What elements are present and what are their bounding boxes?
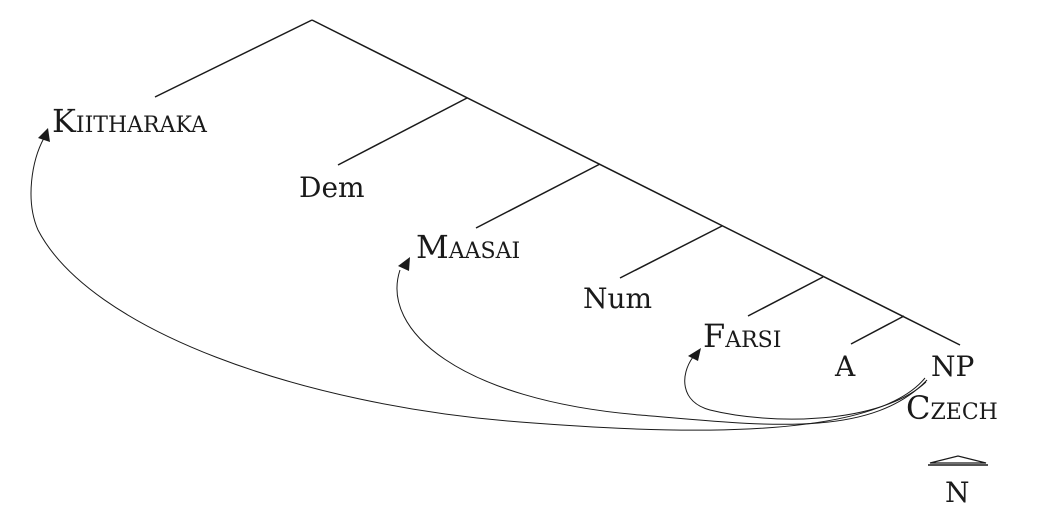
branch-kiitharaka — [154, 19, 313, 98]
triangle-over-n — [929, 455, 987, 464]
node-a: A — [834, 350, 856, 383]
branch-dem — [337, 97, 468, 166]
branch-num — [619, 225, 723, 279]
arrowhead-kiitharaka — [38, 128, 50, 142]
movement-arc-to-kiitharaka — [30, 137, 926, 431]
node-kiitharaka: Kiitharaka — [52, 102, 208, 140]
node-farsi: Farsi — [703, 317, 781, 355]
branch-farsi — [747, 276, 824, 317]
arrowhead-maasai — [398, 257, 410, 271]
movement-arc-to-farsi — [684, 356, 927, 420]
node-np: NP — [931, 350, 974, 383]
node-n: N — [945, 476, 970, 509]
node-dem: Dem — [299, 171, 365, 204]
arrowhead-farsi — [688, 348, 701, 361]
movement-arc-to-maasai — [396, 269, 928, 425]
branch-maasai — [475, 163, 601, 229]
node-num: Num — [583, 282, 652, 315]
branch-a — [850, 315, 905, 345]
node-maasai: Maasai — [416, 228, 520, 266]
node-czech: Czech — [906, 389, 998, 427]
spine-branch — [311, 19, 961, 346]
